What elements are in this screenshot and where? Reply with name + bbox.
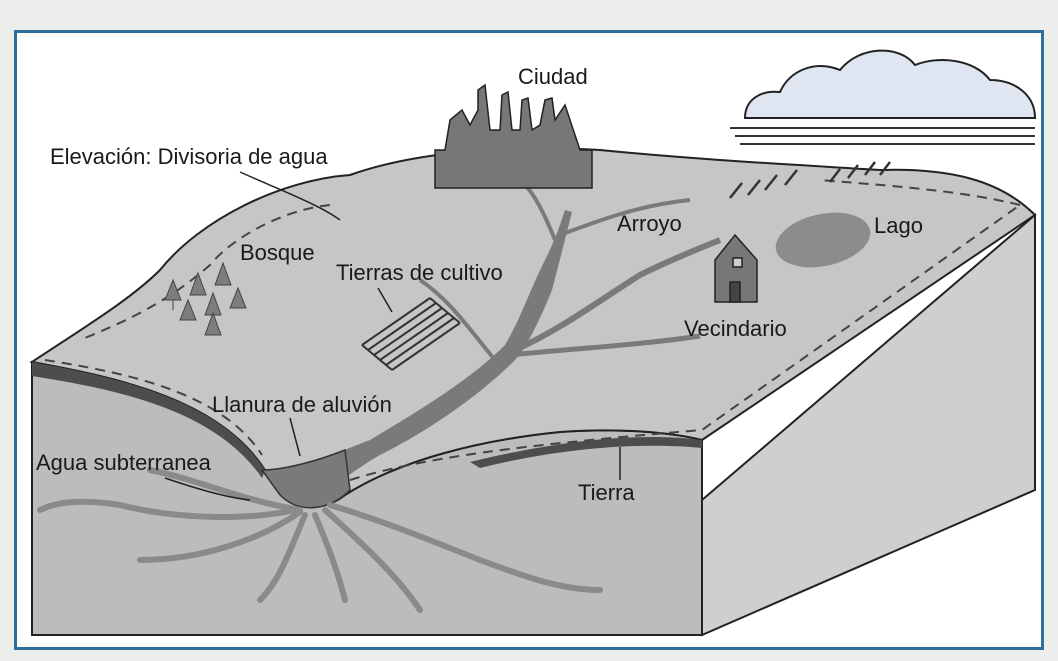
soil-layer-left (32, 362, 265, 478)
label-elevacion: Elevación: Divisoria de agua (50, 144, 328, 169)
city-skyline (434, 83, 593, 189)
leader-lines (164, 171, 621, 501)
soil-layer-right (470, 436, 702, 468)
farmland (361, 297, 461, 371)
label-lago: Lago (874, 213, 923, 238)
label-tierras-cultivo: Tierras de cultivo (336, 260, 503, 285)
watershed-boundary (44, 179, 1021, 481)
wind-lines (730, 127, 1035, 145)
label-arroyo: Arroyo (617, 211, 682, 236)
house (714, 233, 758, 303)
label-tierra: Tierra (578, 480, 635, 505)
forest (164, 261, 247, 336)
tributary-arroyo (513, 237, 722, 353)
groundwater (37, 467, 603, 613)
tributary-vecindario (509, 333, 701, 358)
rain (729, 161, 891, 199)
label-llanura: Llanura de aluvión (212, 392, 392, 417)
cloud (743, 49, 1037, 119)
tributary-left (418, 278, 497, 362)
label-vecindario: Vecindario (684, 316, 787, 341)
lake (775, 212, 871, 268)
label-bosque: Bosque (240, 240, 315, 265)
tributary-ne (559, 198, 691, 237)
floodplain (260, 448, 351, 509)
label-agua-subterranea: Agua subterranea (36, 450, 211, 475)
label-ciudad: Ciudad (518, 64, 588, 89)
